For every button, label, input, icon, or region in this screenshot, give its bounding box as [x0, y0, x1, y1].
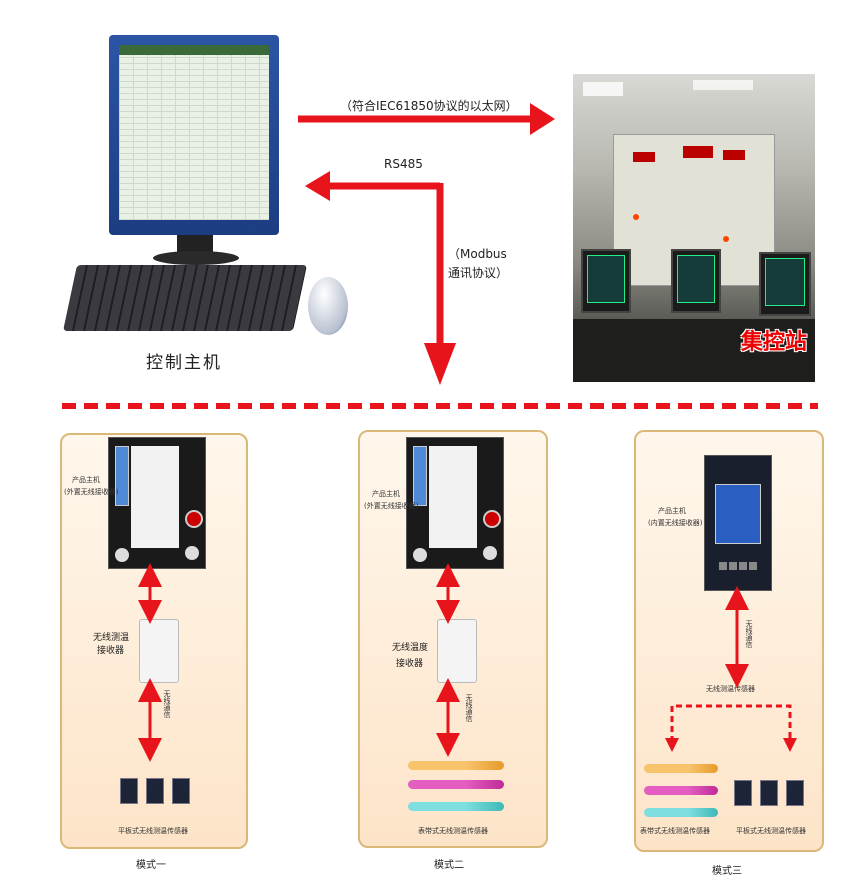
indicator-light [723, 236, 729, 242]
mode1-host-label-line1: 产品主机 [72, 476, 100, 484]
mode2-link-label: 无线通信 [465, 694, 473, 722]
mode2-sensor-label: 表带式无线测温传感器 [418, 827, 488, 835]
mode3-branch-arrowhead-left [665, 738, 679, 752]
mode2-receiver-label-line1: 无线温度 [392, 643, 429, 653]
ceiling-light [693, 80, 753, 90]
digital-display [723, 150, 745, 160]
ethernet-label: （符合IEC61850协议的以太网） [340, 99, 518, 113]
mode1-receiver-label-line2: 接收器 [97, 646, 125, 656]
mode1-flat-sensor [146, 778, 164, 804]
monitor-base [153, 251, 239, 265]
mode3-flat-sensor [786, 780, 804, 806]
mode3-host-device [704, 455, 772, 591]
monitor-screen [119, 45, 269, 220]
device-knob [185, 546, 199, 560]
mode2-host-label-line1: 产品主机 [372, 490, 400, 498]
mode3-band-sensor-magenta [644, 786, 718, 795]
mode2-band-sensor-magenta [408, 780, 504, 789]
mode3-flat-sensor [734, 780, 752, 806]
control-host-label: 控制主机 [146, 353, 222, 373]
mode1-host-label-line2: (外置无线接收器) [64, 488, 119, 496]
control-station-photo: 集控站 [573, 74, 815, 382]
operator-monitor [759, 252, 811, 316]
indicator-light [633, 214, 639, 220]
mode1-receiver-label-line1: 无线测温 [93, 633, 130, 643]
digital-display [633, 152, 655, 162]
mode3-sensor-label-right: 平板式无线测温传感器 [736, 827, 806, 835]
device-buttons [719, 562, 757, 570]
device-diagram-panel [429, 446, 477, 548]
mode3-branch-arrowhead-right [783, 738, 797, 752]
control-host-computer [62, 25, 348, 345]
device-screen [413, 446, 427, 506]
mode1-flat-sensor [172, 778, 190, 804]
device-indicator [483, 510, 501, 528]
operator-desk [573, 319, 815, 382]
ethernet-arrowhead [530, 103, 555, 135]
top-connection-arrows [62, 103, 818, 409]
mode3-flat-sensor [760, 780, 778, 806]
mode1-link-label: 无线通信 [163, 690, 171, 718]
mode1-host-device [108, 437, 206, 569]
mode1-name: 模式一 [136, 860, 166, 871]
operator-monitor [671, 249, 721, 313]
mode1-sensor-label: 平板式无线测温传感器 [118, 827, 188, 835]
mode3-name: 模式三 [712, 866, 742, 877]
mode2-band-sensor-orange [408, 761, 504, 770]
station-label: 集控站 [741, 330, 808, 355]
mouse [308, 277, 348, 335]
mode3-branch-dashed [670, 704, 792, 742]
modbus-label-line1: （Modbus [448, 247, 507, 261]
device-knob [483, 546, 497, 560]
device-knob [115, 548, 129, 562]
ceiling-light [583, 82, 623, 96]
digital-display [683, 146, 713, 158]
mode3-sensor-label-left: 表带式无线测温传感器 [640, 827, 710, 835]
operator-monitor [581, 249, 631, 313]
rs485-arrowhead [305, 171, 330, 201]
mode1-flat-sensor [120, 778, 138, 804]
mode3-link-label: 无线通信 [745, 620, 753, 648]
mode2-receiver-label-line2: 接收器 [396, 659, 424, 669]
mode3-band-sensor-orange [644, 764, 718, 773]
device-screen [115, 446, 129, 506]
device-screen [715, 484, 761, 544]
mode3-band-sensor-cyan [644, 808, 718, 817]
modbus-label-line2: 通讯协议） [448, 266, 509, 280]
mode2-host-device [406, 437, 504, 569]
mode3-host-label-line1: 产品主机 [658, 507, 686, 515]
mode2-host-label-line2: (外置无线接收器) [364, 502, 419, 510]
mode2-name: 模式二 [434, 860, 464, 871]
monitor-stand [177, 235, 213, 255]
monitor-screen-header [119, 45, 269, 55]
rs485-label: RS485 [384, 157, 423, 171]
device-knob [413, 548, 427, 562]
device-indicator [185, 510, 203, 528]
device-diagram-panel [131, 446, 179, 548]
mode2-band-sensor-cyan [408, 802, 504, 811]
mode3-host-label-line2: (内置无线接收器) [648, 519, 703, 527]
mode3-sensor-group-label: 无线测温传感器 [706, 685, 755, 693]
modbus-arrowhead [424, 343, 456, 385]
